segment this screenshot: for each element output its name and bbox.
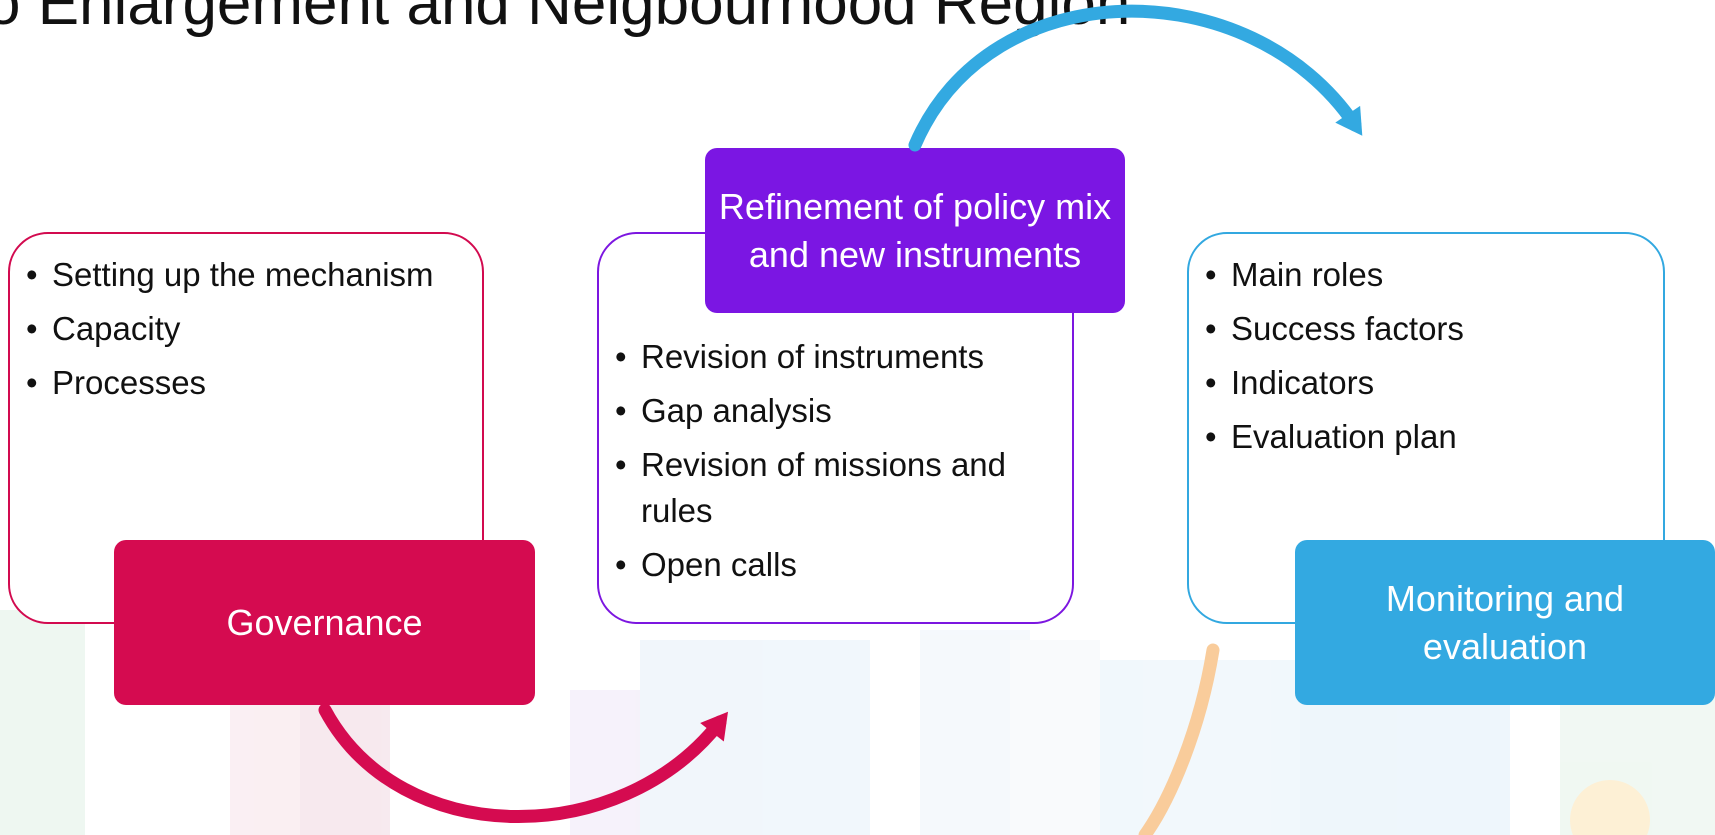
list-item: Setting up the mechanism: [22, 252, 466, 298]
list-item: Gap analysis: [611, 388, 1056, 434]
list-item: Capacity: [22, 306, 466, 352]
list-item: Evaluation plan: [1201, 414, 1647, 460]
list-item: Revision of instruments: [611, 334, 1056, 380]
monitoring-bullet-list: Main roles Success factors Indicators Ev…: [1189, 234, 1663, 460]
list-item: Open calls: [611, 542, 1056, 588]
list-item: Revision of missions and rules: [611, 442, 1056, 534]
governance-bullet-list: Setting up the mechanism Capacity Proces…: [10, 234, 482, 406]
list-item: Main roles: [1201, 252, 1647, 298]
list-item: Indicators: [1201, 360, 1647, 406]
governance-stage-box: Governance: [114, 540, 535, 705]
page-title: o Enlargement and Neigbourhood Region: [0, 0, 1131, 38]
list-item: Processes: [22, 360, 466, 406]
refinement-stage-box: Refinement of policy mix and new instrum…: [705, 148, 1125, 313]
monitoring-stage-box: Monitoring and evaluation: [1295, 540, 1715, 705]
refinement-bullet-list: Revision of instruments Gap analysis Rev…: [599, 234, 1072, 588]
list-item: Success factors: [1201, 306, 1647, 352]
